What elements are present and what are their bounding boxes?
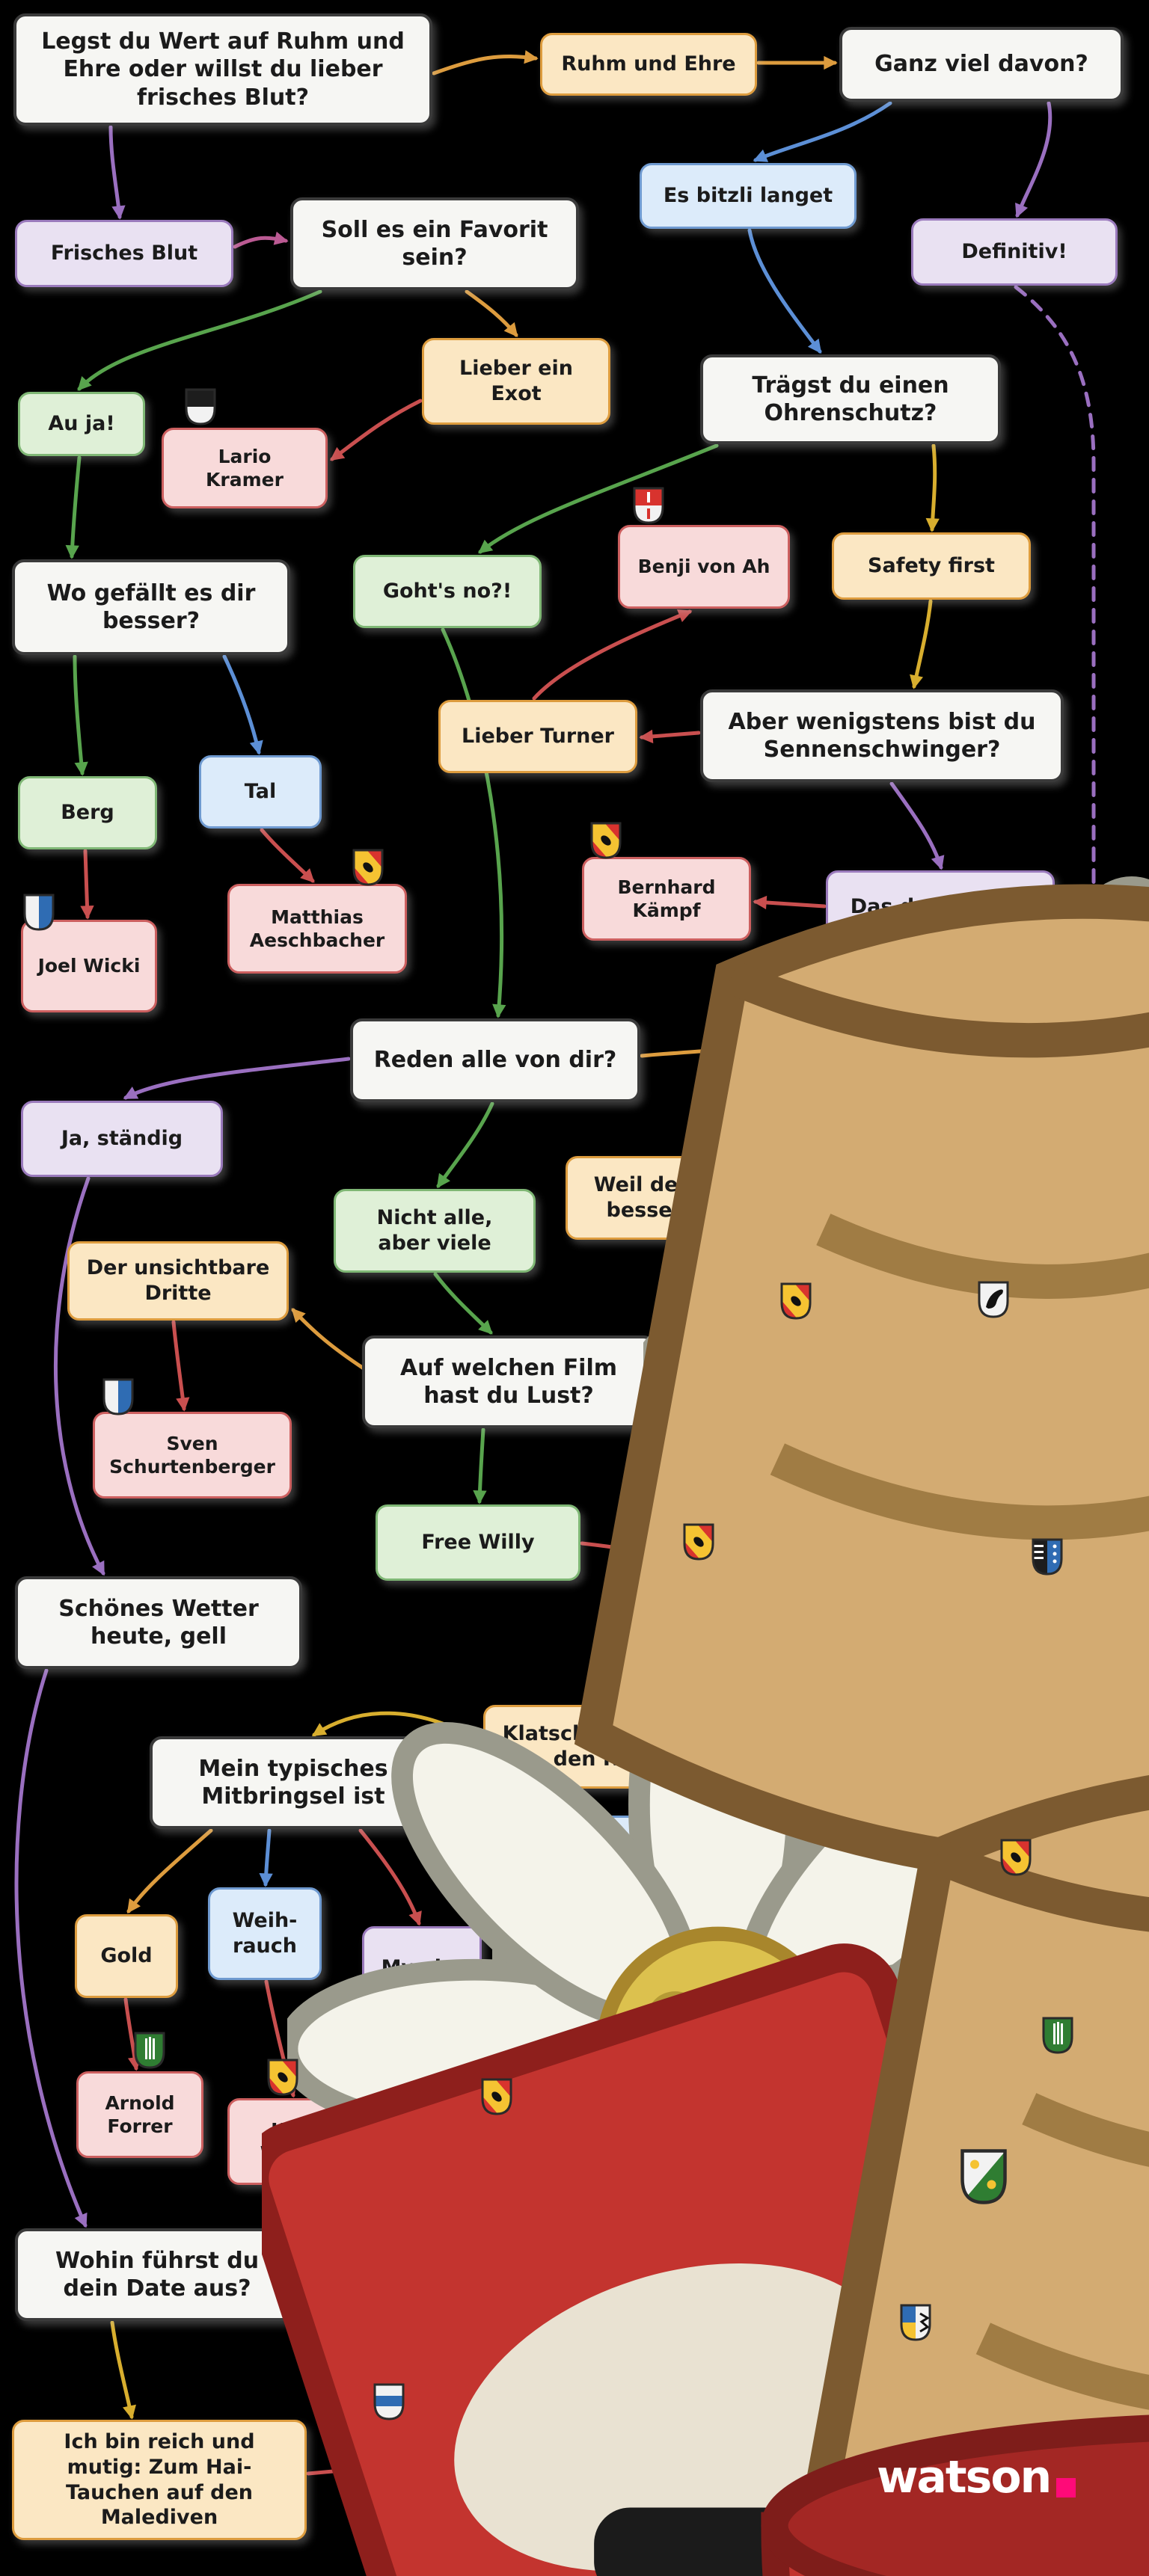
question-schoenes-wetter: Schönes Wetter heute, gell [15,1576,302,1669]
athlete-michael-bless: Michael Bless [911,1319,1041,1403]
athlete-matthias-aeschbacher: Matthias Aeschbacher [227,884,407,974]
answer-definitiv: Definitiv! [911,218,1118,286]
question-wo-besser: Wo gefällt es dir besser? [12,559,290,655]
answer-tal: Tal [199,755,322,829]
answer-myrrhe: Myrrhe [362,1926,482,2010]
canton-shield-bern-icon [481,2078,512,2115]
answer-es-bitzli-langet: Es bitzli langet [640,163,857,229]
answer-weihrauch: Weih-rauch [208,1887,322,1980]
canton-shield-bern-icon [352,849,384,886]
answer-braveheart: Braveheart [832,1445,1040,1521]
answer-ja-staendig: Ja, ständig [21,1101,223,1177]
answer-tiere-schlachte: Weil ich Tiere schlachte [618,2044,850,2137]
answer-unsichtbare-dritte: Der unsichtbare Dritte [67,1241,289,1321]
athlete-lario-kramer: Lario Kramer [162,428,328,508]
canton-shield-obwalden-icon [633,487,664,524]
answer-safety-first: Safety first [832,532,1031,600]
canton-shield-lucerne-icon [102,1378,134,1415]
answer-tiere-esse: Weil ich Tiere gerne esse [622,1926,851,2019]
canton-shield-graubuenden-icon [900,2304,931,2341]
athlete-sven-schurtenberger: Sven Schurtenberger [93,1412,292,1498]
question-ohrenschutz: Trägst du einen Ohrenschutz? [700,354,1001,444]
answer-klatschheftli: Klatschheftli wegen den Royals [483,1705,748,1789]
athlete-benji-von-ah: Benji von Ah [618,525,790,609]
question-mitbringsel: Mein typisches Mitbringsel ist [150,1736,437,1829]
question-ganz-viel-davon: Ganz viel davon? [839,27,1124,102]
canton-shield-bern-icon [1000,1839,1032,1876]
answer-papi-besser: Weil dein Papi besser war? [566,1156,784,1240]
answer-reich-und-mutig: Ich bin reich und mutig: Zum Hai-Tauchen… [12,2420,307,2540]
athlete-pirmin-reichmuth: Pirmin Reichmuth [362,2426,525,2512]
question-date: Wohin führst du dein Date aus? [15,2228,299,2321]
question-sennenschwinger: Aber wenigstens bist du Sennenschwinger? [700,689,1064,782]
answer-leider-falsche-gruende: Leider aus den falschen Gründen [741,1008,1058,1095]
answer-tattoos: Weil du Tattoos hast? [829,1156,1047,1240]
answer-das-dann-schon: Das dann schon [826,870,1055,944]
watson-logo-pink-dot [1056,2478,1076,2497]
canton-shield-thurgau-icon [959,2148,1008,2206]
canton-shield-bern-icon [683,1523,714,1561]
watson-logo: watson [877,2451,1076,2503]
canton-shield-stgallen-icon [1042,2017,1073,2054]
answer-ruhm-und-ehre: Ruhm und Ehre [540,33,757,96]
athlete-christian-stucki: Christian Stucki [923,1880,1070,1967]
canton-shield-bern-icon [267,2059,298,2096]
canton-shield-stgallen-icon [134,2032,165,2069]
answer-gohts-no: Goht's no?! [353,555,542,628]
athlete-samuel-giger: Samuel Giger [944,2209,1088,2296]
answer-frisches-blut: Frisches Blut [15,220,233,287]
athlete-willy-graber: Willy Graber [615,1560,765,1647]
question-lektuere: Welche Lektüre kaufst du? [832,1714,1116,1807]
answer-tierheftli: Ein schönes Tierheftli [483,1816,748,1899]
athlete-armon-orlik: Armon Orlik [884,2346,1025,2433]
athlete-arnold-forrer: Arnold Forrer [76,2071,203,2158]
question-reden-alle: Reden alle von dir? [350,1018,640,1102]
canton-shield-fribourg-icon [185,388,216,425]
answer-berg: Berg [18,776,157,849]
question-favorit: Soll es ein Favorit sein? [290,197,579,290]
answer-gold: Gold [75,1914,178,1998]
question-film: Auf welchen Film hast du Lust? [362,1335,655,1428]
athlete-joel-wicki: Joel Wicki [21,920,157,1012]
athlete-bernhard-kaempf: Bernhard Kämpf [582,857,751,941]
canton-shield-bern-icon [590,822,622,859]
answer-lieber-turner: Lieber Turner [438,700,637,773]
athlete-nick-alpiger: Nick Alpiger [898,1576,1067,1663]
answer-lieber-ein-exot: Lieber ein Exot [422,338,610,425]
athlete-matthias-glarner: Matthias Glarner [405,2118,552,2204]
canton-shield-appenzell-icon [978,1281,1009,1318]
answer-nicht-alle: Nicht alle, aber viele [334,1189,536,1273]
athlete-remo-kaeser: Remo Käser [717,1319,844,1409]
canton-shield-bern-icon [780,1282,812,1320]
answer-free-willy: Free Willy [376,1504,580,1581]
watson-logo-text: watson [877,2451,1052,2503]
answer-arm-aber-liket: Ich bin arm, aber sie liket mich hoffent… [579,2426,860,2533]
athlete-daniel-boesch: Daniel Bösch [963,2058,1097,2145]
answer-au-ja: Au ja! [18,392,145,456]
answer-musikalisch: Ich bin musikalisch: Zum Streichquartett… [582,2183,854,2285]
canton-shield-zug-icon [373,2383,405,2420]
canton-shield-aargau-icon [1032,1538,1063,1576]
question-start: Legst du Wert auf Ruhm und Ehre oder wil… [13,13,432,126]
athlete-kilian-wenger: Kilian Wenger [227,2098,374,2185]
